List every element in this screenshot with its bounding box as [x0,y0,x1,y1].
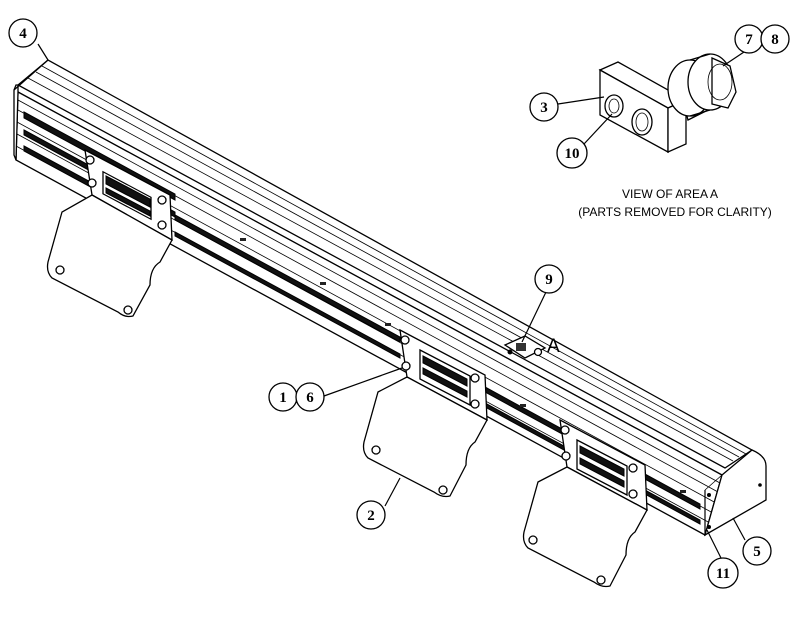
callout-2-label: 2 [367,508,375,524]
area-a-mount [503,335,547,359]
callout-10-label: 10 [565,146,580,162]
mounting-bracket-middle [362,328,488,498]
callout-8: 8 [760,24,790,54]
mounting-bracket-left [46,148,173,318]
callout-10: 10 [556,137,588,169]
callout-3-label: 3 [540,100,548,116]
right-end-cap [703,449,767,537]
callout-1-label: 1 [279,390,287,406]
callout-9-label: 9 [545,272,553,288]
leader-lines [37,43,746,561]
callout-4: 4 [8,18,38,48]
callout-5: 5 [742,536,772,566]
callout-9: 9 [534,264,564,294]
callout-1: 1 [268,382,298,412]
detail-view-area-a [598,53,737,154]
callout-7: 7 [734,24,764,54]
callout-5-label: 5 [753,544,761,560]
callout-7-label: 7 [745,32,753,48]
callout-4-label: 4 [19,26,27,42]
callout-2: 2 [356,500,386,530]
detail-caption-line2: (PARTS REMOVED FOR CLARITY) [578,205,772,219]
callout-6-label: 6 [306,390,314,406]
mounting-bracket-right [522,418,648,588]
callout-3: 3 [529,92,559,122]
detail-caption-line1: VIEW OF AREA A [622,187,718,201]
callout-11-label: 11 [716,566,730,582]
area-a-label: A [547,336,560,357]
callout-8-label: 8 [771,32,779,48]
callout-6: 6 [295,382,325,412]
callout-11: 11 [707,557,739,589]
washer-part [604,94,624,118]
